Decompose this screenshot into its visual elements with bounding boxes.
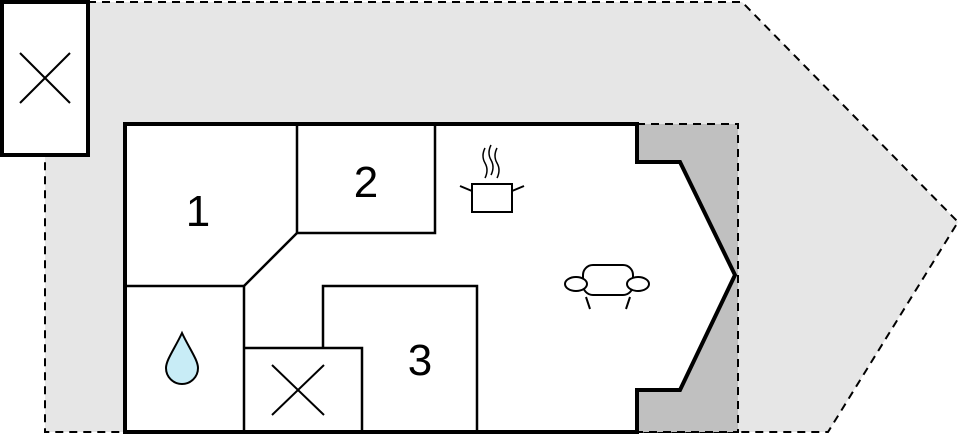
bathroom-walls <box>125 284 246 432</box>
storage-walls <box>244 346 364 432</box>
house-interior <box>123 122 738 434</box>
cooking-pot-icon <box>459 144 525 213</box>
water-drop-icon <box>164 330 200 385</box>
room-1-diagonal-wall <box>243 232 298 287</box>
room-1-label: 1 <box>186 187 210 236</box>
room-2-label: 2 <box>354 158 378 207</box>
interior-walls <box>125 124 479 432</box>
room-3-walls <box>321 284 479 432</box>
cross-icon <box>19 52 71 104</box>
cross-icon <box>271 364 325 416</box>
room-2-walls <box>295 124 437 235</box>
room-3-label: 3 <box>408 336 432 385</box>
sofa-icon <box>564 264 650 310</box>
storage-shed <box>0 0 90 157</box>
